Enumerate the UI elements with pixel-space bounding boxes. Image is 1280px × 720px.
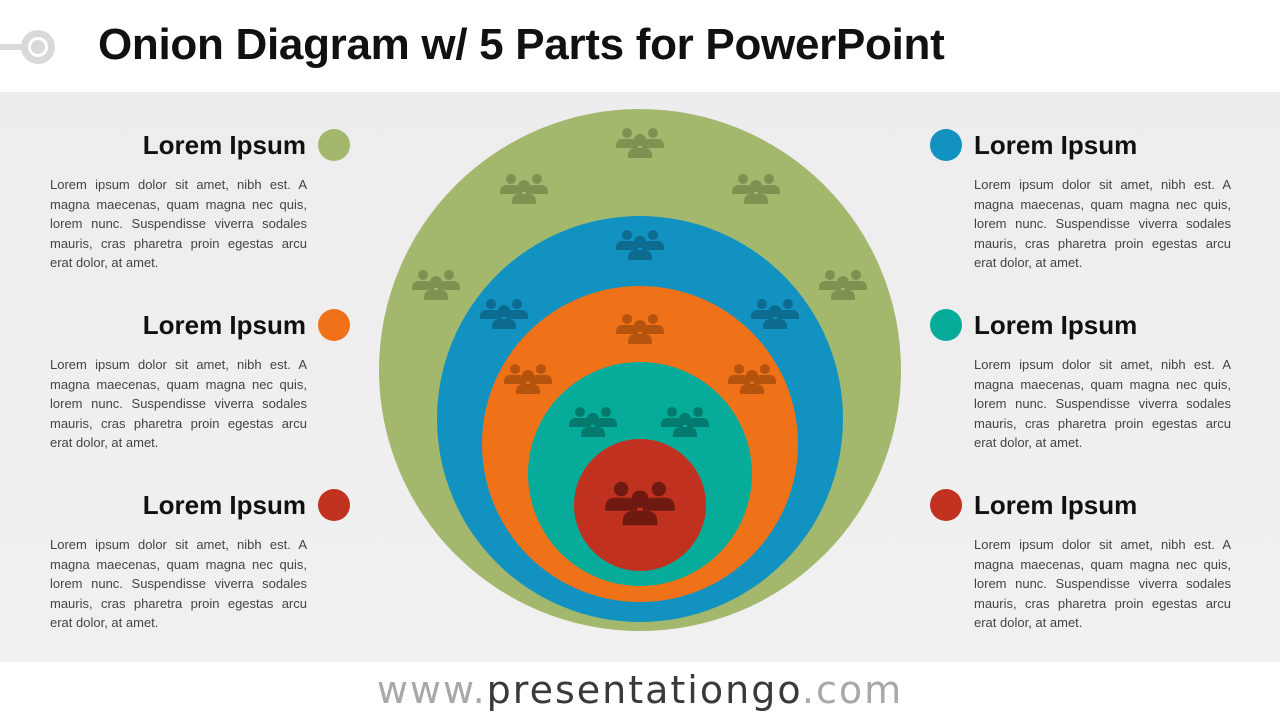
people-group-icon xyxy=(480,299,528,329)
key-icon xyxy=(0,30,55,64)
onion-diagram xyxy=(379,109,901,631)
left-item-1: Lorem Ipsum Lorem ipsum dolor sit amet, … xyxy=(50,129,350,273)
item-heading: Lorem Ipsum xyxy=(974,489,1138,520)
people-group-icon xyxy=(504,364,552,394)
people-group-icon xyxy=(616,314,664,344)
people-group-icon xyxy=(751,299,799,329)
right-item-1: Lorem Ipsum Lorem ipsum dolor sit amet, … xyxy=(930,129,1231,273)
color-dot xyxy=(318,489,350,521)
color-dot xyxy=(318,309,350,341)
people-group-icon xyxy=(605,481,675,526)
left-item-3: Lorem Ipsum Lorem ipsum dolor sit amet, … xyxy=(50,489,350,633)
people-group-icon xyxy=(732,174,780,204)
color-dot xyxy=(930,489,962,521)
people-group-icon xyxy=(500,174,548,204)
left-item-2: Lorem Ipsum Lorem ipsum dolor sit amet, … xyxy=(50,309,350,453)
people-group-icon xyxy=(569,407,617,437)
title-bar: Onion Diagram w/ 5 Parts for PowerPoint xyxy=(0,0,1280,92)
footer-url-prefix: www. xyxy=(376,668,487,712)
item-description: Lorem ipsum dolor sit amet, nibh est. A … xyxy=(974,357,1231,450)
color-dot xyxy=(930,309,962,341)
item-heading: Lorem Ipsum xyxy=(974,129,1138,160)
item-description: Lorem ipsum dolor sit amet, nibh est. A … xyxy=(50,537,307,630)
color-dot xyxy=(318,129,350,161)
people-group-icon xyxy=(616,230,664,260)
footer-url: www.presentationgo.com xyxy=(0,668,1280,712)
people-group-icon xyxy=(661,407,709,437)
item-description: Lorem ipsum dolor sit amet, nibh est. A … xyxy=(974,177,1231,270)
footer-url-suffix: .com xyxy=(801,668,904,712)
item-heading: Lorem Ipsum xyxy=(974,309,1138,340)
item-heading: Lorem Ipsum xyxy=(142,489,306,520)
color-dot xyxy=(930,129,962,161)
item-description: Lorem ipsum dolor sit amet, nibh est. A … xyxy=(974,537,1231,630)
page-title: Onion Diagram w/ 5 Parts for PowerPoint xyxy=(98,20,945,69)
item-heading: Lorem Ipsum xyxy=(142,309,306,340)
item-heading: Lorem Ipsum xyxy=(142,129,306,160)
footer: www.presentationgo.com xyxy=(0,662,1280,720)
people-group-icon xyxy=(728,364,776,394)
item-description: Lorem ipsum dolor sit amet, nibh est. A … xyxy=(50,357,307,450)
right-item-2: Lorem Ipsum Lorem ipsum dolor sit amet, … xyxy=(930,309,1231,453)
item-description: Lorem ipsum dolor sit amet, nibh est. A … xyxy=(50,177,307,270)
right-item-3: Lorem Ipsum Lorem ipsum dolor sit amet, … xyxy=(930,489,1231,633)
people-group-icon xyxy=(616,128,664,158)
people-group-icon xyxy=(819,270,867,300)
people-group-icon xyxy=(412,270,460,300)
footer-url-brand: presentationgo xyxy=(486,668,802,712)
